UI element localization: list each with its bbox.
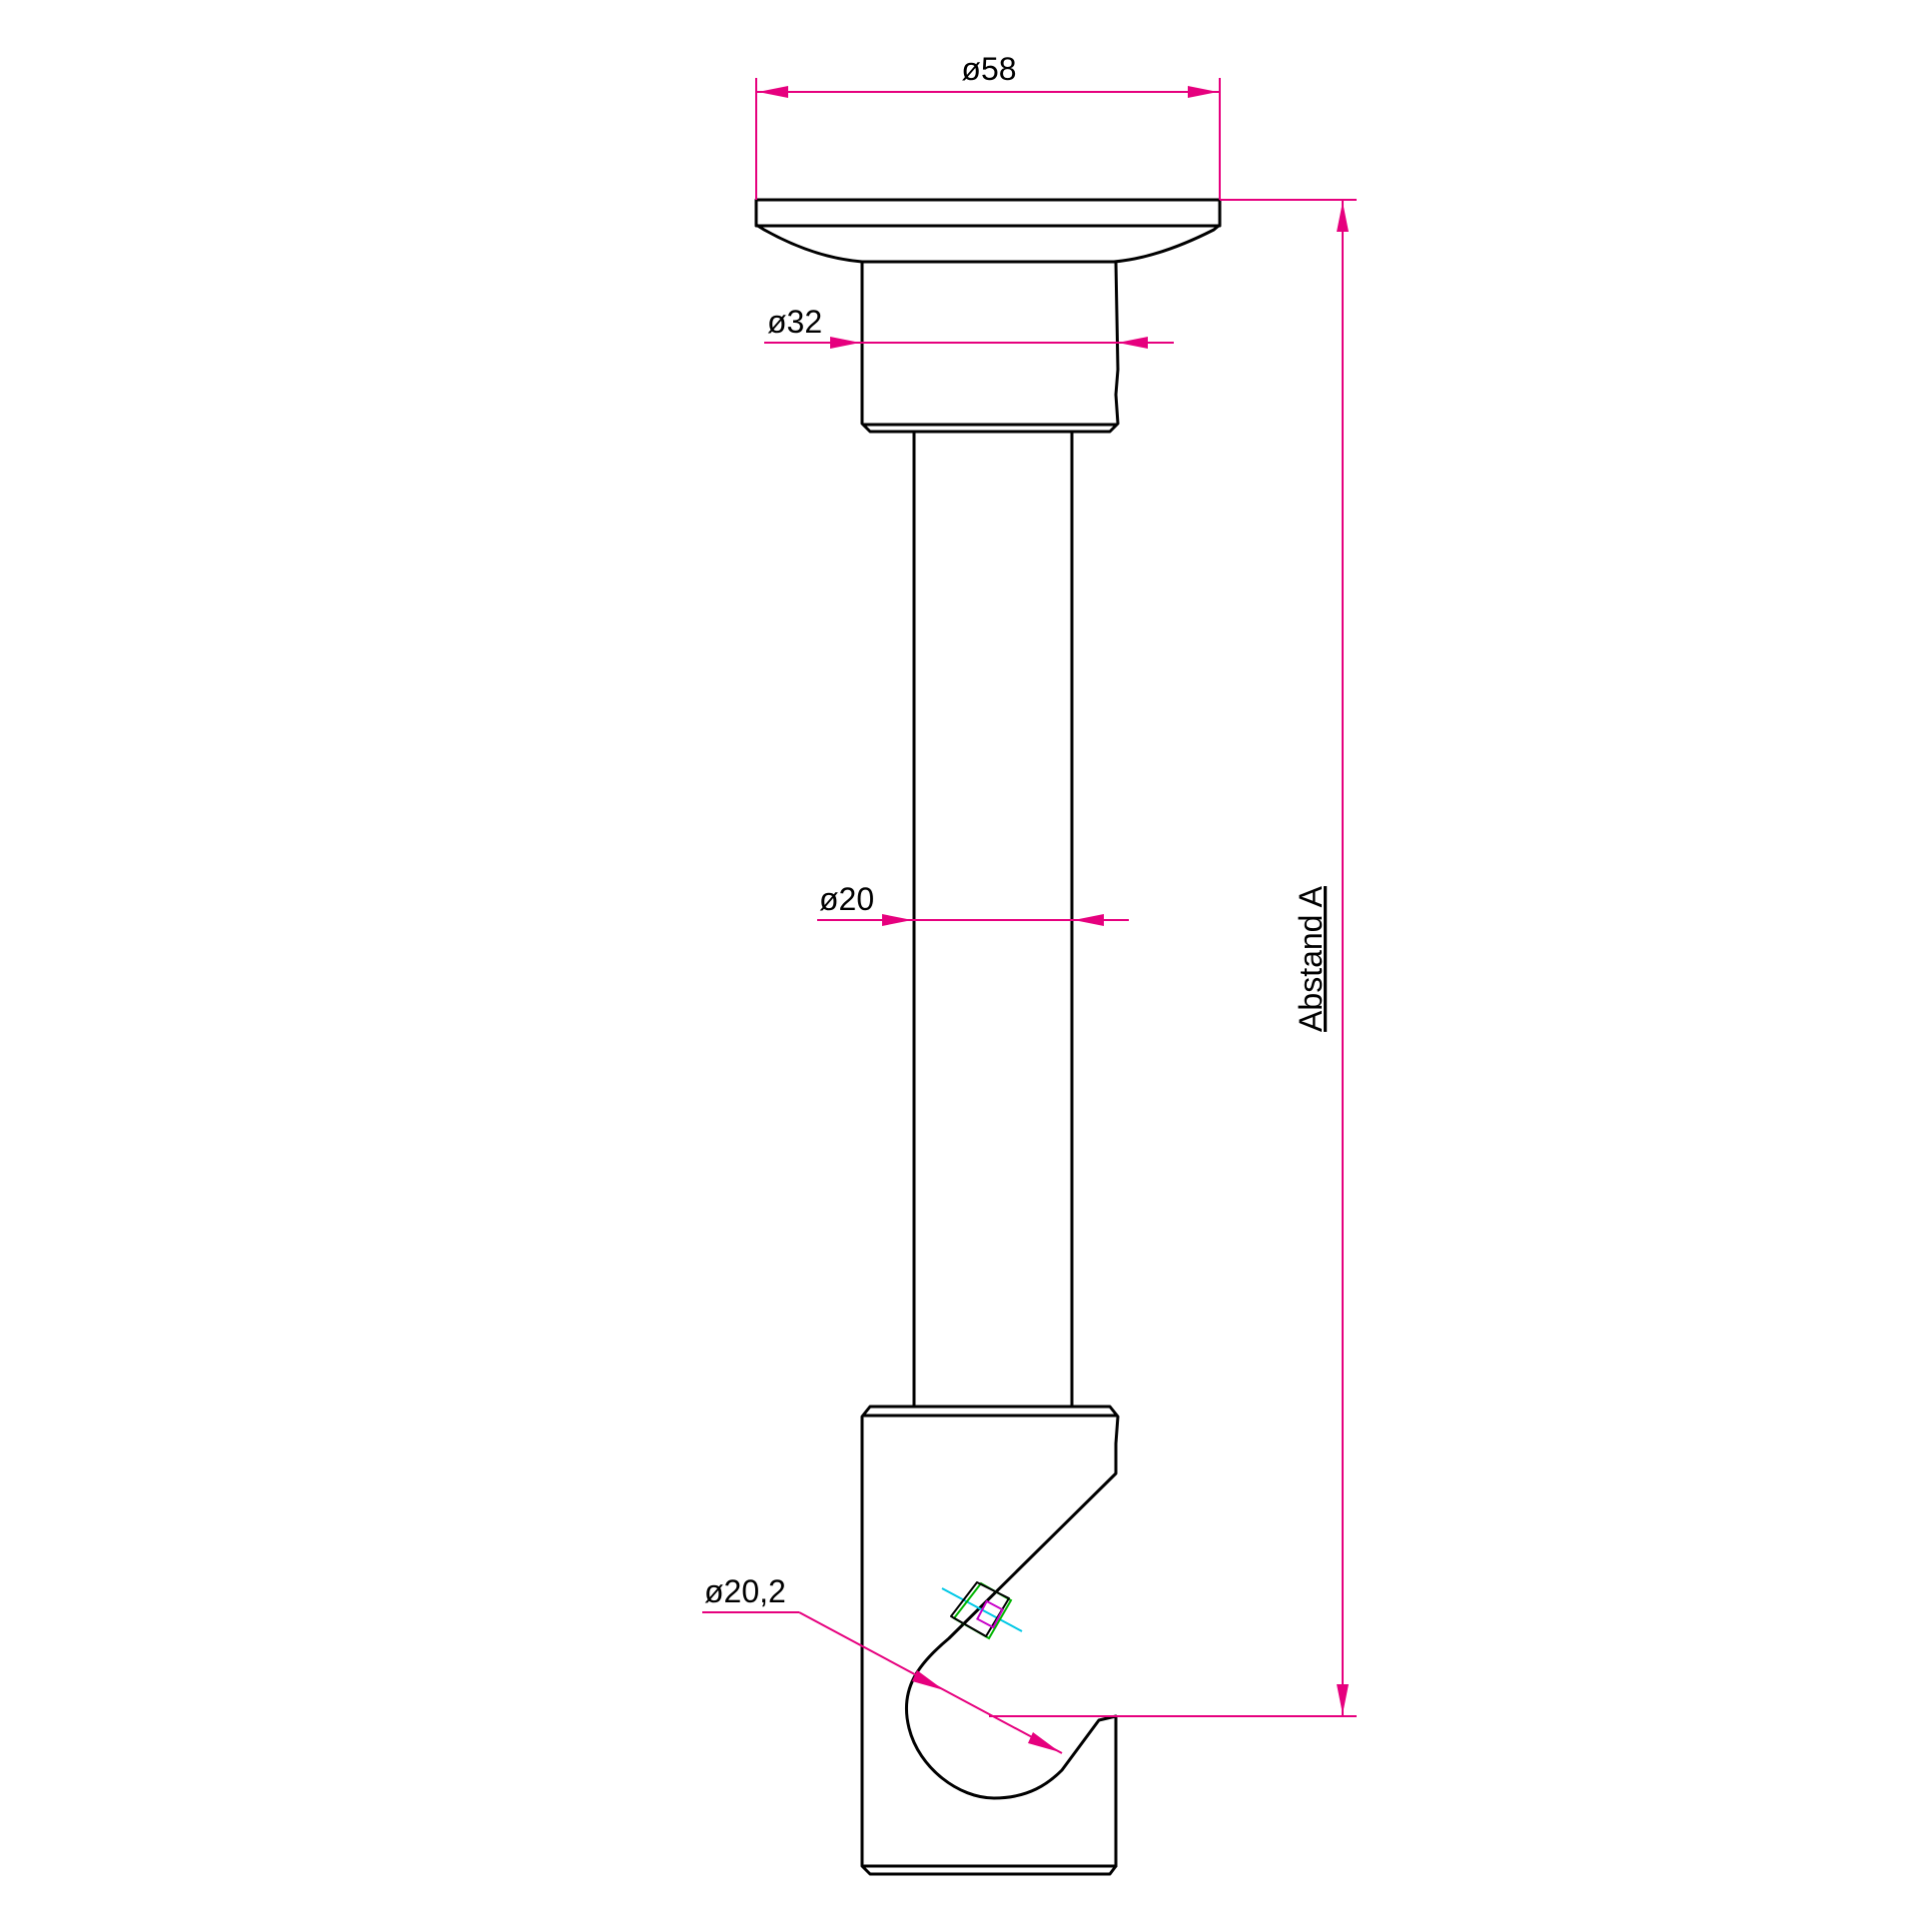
set-screw — [941, 1581, 1023, 1640]
hook-diameter-label: ø20,2 — [704, 1573, 786, 1609]
flange-plate — [754, 198, 1222, 264]
dimension-rod: ø20 — [817, 881, 1129, 926]
set-screw-outline — [950, 1581, 1010, 1637]
flange-diameter-label: ø58 — [961, 51, 1016, 87]
hook-arrow-lower — [1028, 1732, 1060, 1752]
hook-block — [860, 1405, 1120, 1876]
rod-arrow-left — [882, 914, 912, 926]
length-label: Abstand A — [1293, 885, 1329, 1032]
hook-arrow-upper — [912, 1670, 944, 1690]
set-screw-socket — [976, 1599, 1004, 1629]
dimension-length: Abstand A — [989, 199, 1357, 1717]
rod-arrow-right — [1074, 914, 1104, 926]
dimension-flange: ø58 — [755, 51, 1221, 200]
length-arrow-top — [1337, 202, 1349, 232]
collar-diameter-label: ø32 — [767, 304, 822, 340]
ceiling-hook-part — [754, 198, 1222, 1876]
flange-arrow-left — [758, 86, 788, 98]
collar-arrow-right — [1118, 337, 1148, 349]
length-arrow-bottom — [1337, 1684, 1349, 1714]
dimension-hook: ø20,2 — [702, 1573, 1063, 1754]
collar-arrow-left — [830, 337, 860, 349]
flange-arrow-right — [1188, 86, 1218, 98]
dimension-collar: ø32 — [764, 304, 1174, 349]
collar — [860, 260, 1120, 434]
rod-diameter-label: ø20 — [819, 881, 874, 917]
